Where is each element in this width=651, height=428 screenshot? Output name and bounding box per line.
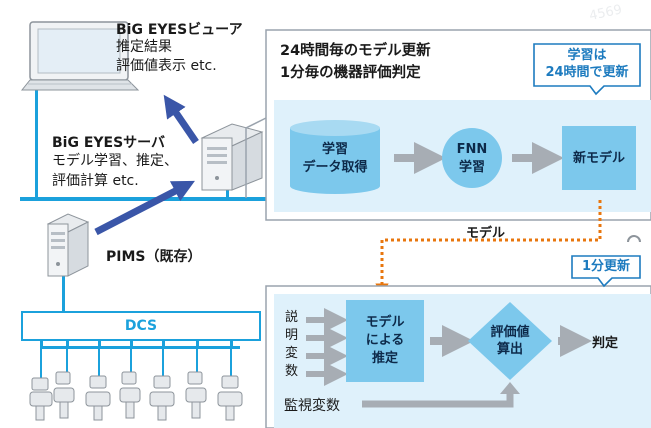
monitor-variable-arrow [362,392,514,408]
server-to-viewer-arrow [163,94,199,144]
explanatory-var-char-2: 明 [285,328,299,343]
evaluation-diamond [468,302,552,380]
learning-callout-box [533,43,641,96]
fnn-label-1: FNN [456,142,488,157]
server-line-2: 評価計算 etc. [52,173,139,189]
monitor-icon [20,21,140,91]
update-callout-box [571,255,641,288]
explanatory-var-char-1: 説 [285,310,299,325]
viewer-line-2: 評価値表示 etc. [116,58,217,74]
dcs-box [21,311,261,341]
training-data-cylinder [290,120,380,194]
learning-callout-text-2: 24時間で更新 [545,65,629,80]
model-estimation-label-1: モデル [365,315,405,330]
explanatory-var-char-3: 変 [285,346,299,361]
svg-text:4569: 4569 [588,2,623,24]
model-link-label: モデル [466,226,506,241]
training-data-label-2: データ取得 [302,160,368,175]
explanatory-input-arrows [306,308,348,386]
link-hook-icon [627,235,641,243]
evaluation-label-2: 算出 [496,342,523,357]
field-devices [29,371,243,421]
server-title: BiG EYESサーバ [52,135,166,151]
model-transfer-arrow [375,200,602,297]
pims-server-icon [46,213,90,277]
explanatory-var-char-4: 数 [285,364,299,379]
viewer-line-1: 推定結果 [116,39,172,55]
model-estimation-label-3: 推定 [371,351,398,366]
update-callout-text: 1分更新 [581,259,631,274]
judge-label: 判定 [592,336,619,351]
dcs-label: DCS [124,318,158,334]
fnn-label-2: 学習 [458,160,485,175]
monitor-variables-label: 監視変数 [284,398,340,414]
model-estimation-label-2: による [365,333,405,348]
fnn-learning-circle [442,128,502,188]
evaluation-label-1: 評価値 [490,325,530,340]
viewer-title: BiG EYESビューア [116,22,243,38]
top-panel-title-1: 24時間毎のモデル更新 [280,43,431,59]
new-model-box [562,126,636,190]
pims-to-server-arrow [94,180,195,236]
server-line-1: モデル学習、推定、 [52,153,178,169]
pims-label: PIMS（既存） [106,249,202,265]
training-data-label-1: 学習 [321,142,348,157]
new-model-label: 新モデル [572,151,625,166]
model-estimation-box [346,300,424,382]
server-icon [200,123,264,191]
explanatory-variables-label: 説 明 変 数 [285,309,298,381]
top-panel-title-2: 1分毎の機器評価判定 [280,65,421,81]
field-device-drops [40,348,232,378]
top-panel-connector [245,117,267,198]
learning-callout-text-1: 学習は [567,48,607,63]
monitor-variable-arrowhead [500,382,520,394]
